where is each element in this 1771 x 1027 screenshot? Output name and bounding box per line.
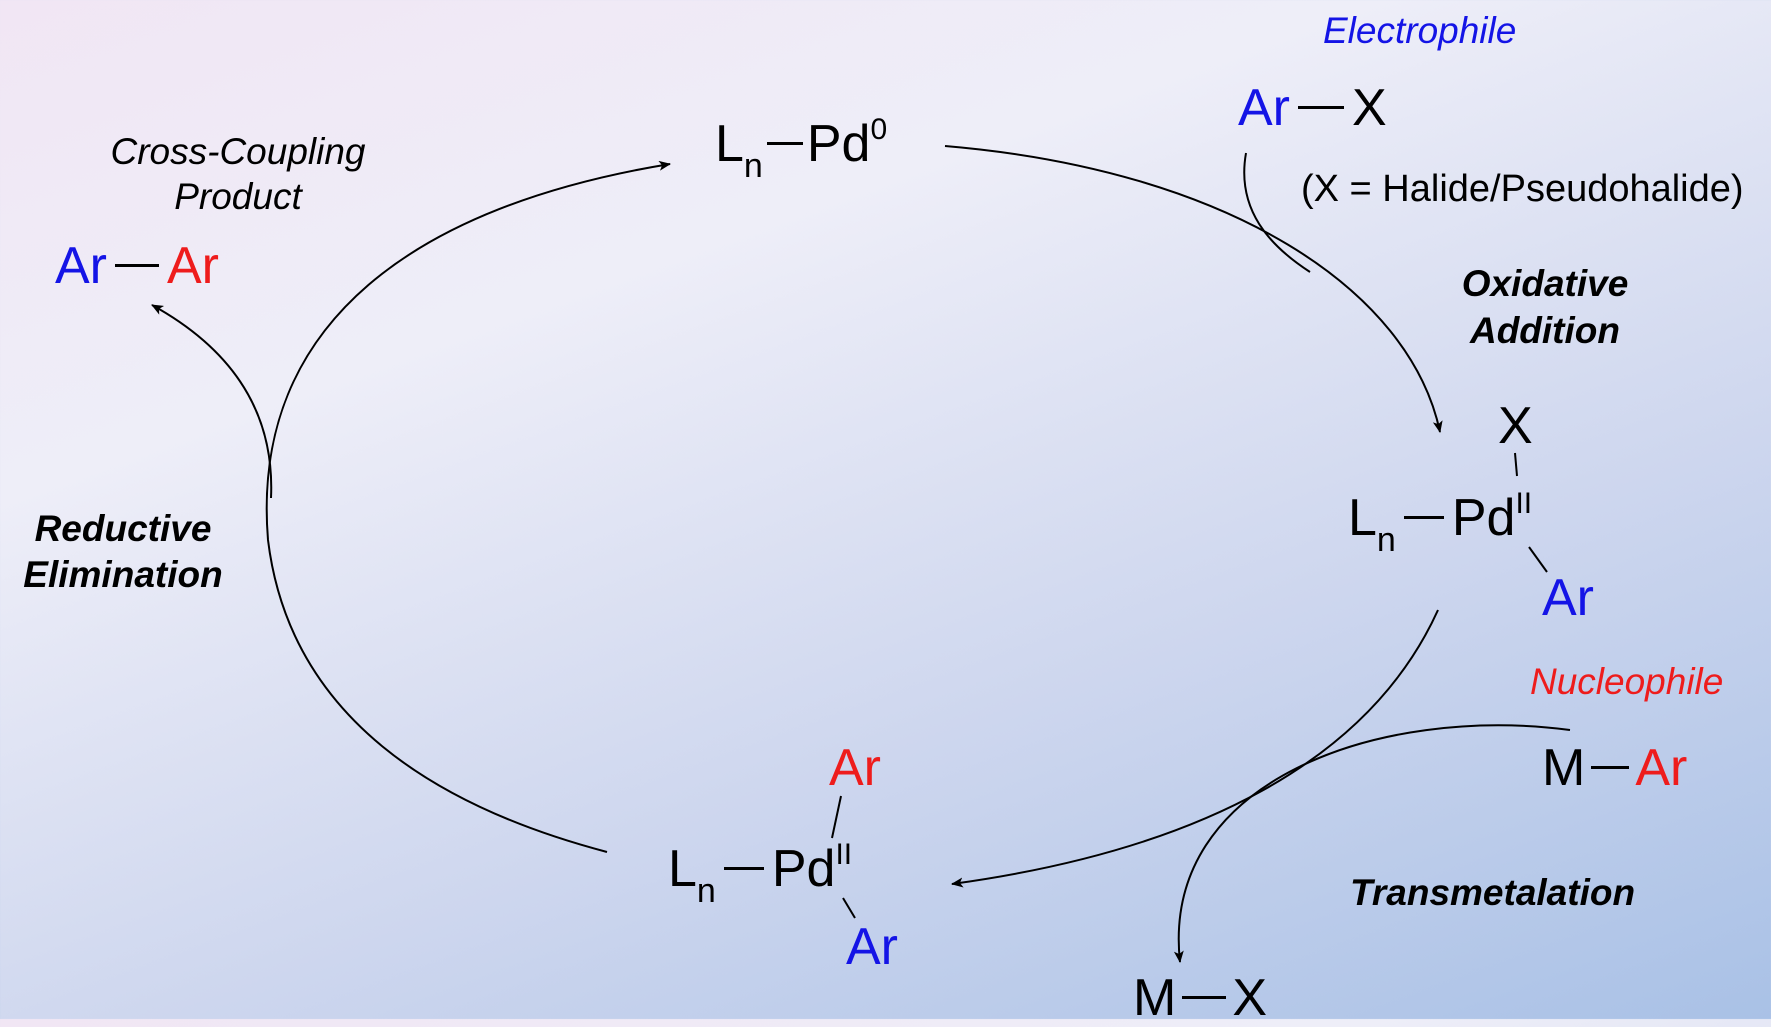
arrow-reductive-elimination-to-pd0: [265, 160, 671, 853]
ligand-l: L: [668, 840, 697, 898]
bond-line: [766, 141, 803, 145]
bond-line: [723, 866, 764, 870]
ligand-n: n: [696, 872, 716, 910]
reductive-elimination-label-line2: Elimination: [23, 554, 223, 595]
ligand-l: L: [1348, 489, 1377, 547]
oxidation-state: II: [1515, 487, 1533, 520]
metal: M: [1133, 969, 1177, 1027]
palladium: Pd: [771, 840, 836, 898]
ligand-n: n: [743, 147, 763, 185]
bond-line: [115, 263, 159, 267]
ligand-n: n: [1376, 521, 1396, 559]
arrow-electrophile-entry: [1243, 152, 1311, 273]
nucleophile-label: Nucleophile: [1530, 661, 1724, 702]
product-ar-ar: Ar Ar: [55, 240, 219, 292]
bond-line: [1591, 765, 1630, 769]
bond-pd-ar-top: [831, 795, 842, 839]
halide: X: [1232, 969, 1268, 1027]
oxidative-addition-label-line1: Oxidative: [1461, 263, 1629, 304]
arrow-nucleophile-to-mx: [1173, 724, 1571, 963]
leaving-group: X: [1352, 79, 1387, 137]
arrow-product-exit: [151, 304, 273, 499]
pd-complex-aryl: Ar: [1542, 569, 1594, 627]
pd-complex-aryl-bottom: Ar: [846, 918, 898, 976]
cross-coupling-label: Cross-Coupling: [110, 131, 366, 172]
aryl-2: Ar: [167, 237, 219, 295]
electrophile-label: Electrophile: [1323, 10, 1517, 51]
palladium: Pd: [1451, 489, 1516, 547]
pd-complex-aryl-top: Ar: [829, 739, 881, 797]
metal: M: [1542, 739, 1586, 797]
oxidative-addition-complex: Ln PdII: [1348, 489, 1532, 558]
aryl: Ar: [1238, 79, 1290, 137]
pd-complex-x: X: [1498, 397, 1533, 455]
ligand-l: L: [715, 115, 744, 173]
aryl-1: Ar: [55, 237, 107, 295]
palladium: Pd: [806, 115, 871, 173]
oxidation-state: II: [835, 838, 853, 871]
transmetalation-label: Transmetalation: [1349, 872, 1636, 913]
arrow-pd0-to-oxidative-addition: [944, 145, 1443, 433]
arrow-oxidative-addition-to-transmetalation: [951, 609, 1439, 888]
reductive-elimination-label-line1: Reductive: [34, 508, 212, 549]
oxidative-addition-label-line2: Addition: [1469, 310, 1620, 351]
nucleophile-m-ar: M Ar: [1542, 742, 1687, 794]
transmetalation-complex: Ln PdII: [668, 840, 852, 909]
product-label: Product: [174, 176, 302, 217]
bond-pd-x: [1514, 452, 1518, 477]
bond-line: [1182, 995, 1227, 999]
aryl: Ar: [1635, 739, 1688, 797]
oxidation-state: 0: [870, 113, 888, 146]
bond-pd-ar-bottom: [842, 897, 856, 919]
bond-pd-ar: [1528, 546, 1548, 573]
bond-line: [1298, 105, 1344, 109]
pd0-catalyst: Ln Pd0: [715, 115, 887, 184]
electrophile-ar-x: Ar X: [1238, 82, 1387, 134]
halide-note: (X = Halide/Pseudohalide): [1301, 168, 1744, 210]
bond-line: [1403, 515, 1444, 519]
